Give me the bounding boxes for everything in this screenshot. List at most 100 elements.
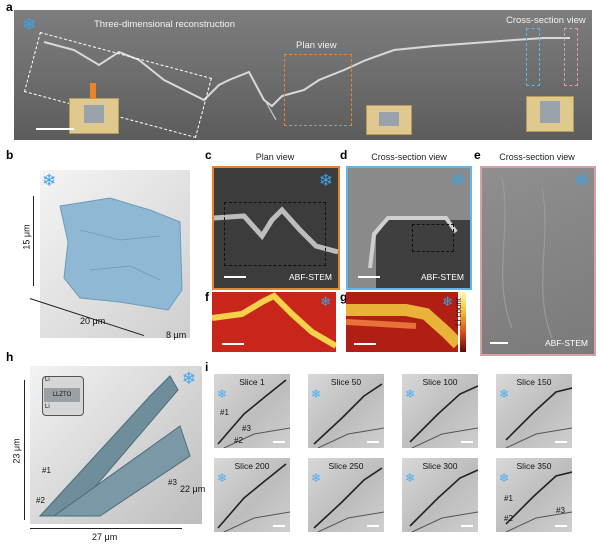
inset-li-bottom: Li (45, 404, 50, 410)
panel-e-image: ❄ ABF-STEM (480, 166, 596, 356)
slice-crack (505, 471, 572, 532)
scale-bar (354, 343, 376, 345)
sample-schematic-left (69, 83, 119, 134)
panel-c-image: ❄ ABF-STEM (212, 166, 340, 290)
panel-c-crack (214, 206, 338, 255)
label-3d-reconstruction: Three-dimensional reconstruction (94, 19, 235, 30)
panel-a-letter: a (6, 0, 13, 14)
dimension-line-height (33, 196, 34, 286)
snowflake-icon: ❄ (42, 171, 57, 190)
snowflake-icon: ❄ (450, 171, 465, 190)
slice1-crack-label: #3 (242, 424, 251, 433)
slice350-crack-label: #2 (504, 514, 513, 523)
slice-5: Slice 200❄ (214, 458, 290, 532)
snowflake-icon: ❄ (442, 294, 453, 309)
scale-bar (490, 342, 508, 344)
panel-f-li-map: ❄ (212, 292, 336, 352)
dim-depth-label: 8 μm (166, 330, 187, 340)
slice-4: Slice 150❄ (496, 374, 572, 448)
snowflake-icon: ❄ (311, 471, 322, 485)
slice-2: Slice 50 ❄ (308, 374, 384, 448)
sample-schematic-right (526, 96, 574, 132)
panel-g-letter: g (340, 290, 348, 304)
slice-7: Slice 300 ❄ (402, 458, 478, 532)
snowflake-icon: ❄ (499, 387, 510, 401)
panel-d-image: ❄ ABF-STEM (346, 166, 472, 290)
panel-h-letter: h (6, 350, 14, 364)
scale-bar (461, 441, 473, 443)
panel-d-crack (348, 168, 470, 288)
panel-b-surface (59, 197, 183, 311)
scale-bar (358, 276, 380, 278)
slice350-crack-label: #1 (504, 494, 513, 503)
slice-crack (409, 385, 478, 448)
snowflake-icon: ❄ (405, 471, 416, 485)
panel-e-mode-label: ABF-STEM (545, 338, 588, 348)
sample-schematic-middle (366, 105, 412, 135)
snowflake-icon: ❄ (574, 171, 589, 190)
scale-bar (222, 343, 244, 345)
panel-g-colorbar (460, 292, 466, 352)
slice-title: Slice 250 (328, 461, 364, 471)
snowflake-icon: ❄ (318, 171, 333, 190)
slice350-crack-label: #3 (556, 506, 565, 515)
inset-li-top: Li (45, 377, 50, 383)
panel-h-crack-3: #3 (168, 478, 177, 487)
slice-crack (409, 469, 478, 532)
panel-h-crack-2: #2 (36, 496, 45, 505)
panel-c-title: Plan view (255, 152, 295, 162)
scale-bar (224, 276, 246, 278)
slice-crack (217, 379, 290, 448)
slice-title: Slice 100 (422, 377, 458, 387)
panel-h-cracks (38, 375, 191, 517)
snowflake-icon: ❄ (22, 15, 37, 34)
scale-bar (461, 525, 473, 527)
panel-e-letter: e (474, 148, 481, 162)
snowflake-icon: ❄ (181, 369, 196, 388)
panel-f-letter: f (205, 290, 209, 304)
panel-a-crack-lines (43, 37, 570, 121)
panel-d-title: Cross-section view (371, 152, 447, 162)
panel-e-texture (501, 177, 553, 339)
slice-title: Slice 350 (516, 461, 552, 471)
scale-bar (367, 525, 379, 527)
slice-1: Slice 1❄#1#3#2 (214, 374, 290, 448)
panel-c-letter: c (205, 148, 212, 162)
scale-bar (36, 128, 74, 130)
panel-h-inset-schematic: Li LLZTO Li (42, 376, 84, 416)
slice-crack (313, 383, 384, 448)
slice-crack (217, 463, 290, 532)
snowflake-icon: ❄ (405, 387, 416, 401)
panel-a-sem-image: ❄ Three-dimensional reconstruction Plan … (14, 10, 592, 140)
panel-b-letter: b (6, 148, 14, 162)
panel-d-letter: d (340, 148, 348, 162)
panel-c-mode-label: ABF-STEM (289, 272, 332, 282)
panel-g-li-map: ❄ (346, 292, 458, 352)
slice-title: Slice 50 (330, 377, 362, 387)
snowflake-icon: ❄ (499, 471, 510, 485)
scale-bar (273, 441, 285, 443)
panel-f-hot-band (212, 292, 336, 349)
dim-width-label: 20 μm (80, 316, 106, 326)
dim-height-label: 15 μm (21, 224, 32, 250)
panel-i-letter: i (205, 360, 209, 374)
slice-title: Slice 1 (239, 377, 265, 387)
snowflake-icon: ❄ (217, 471, 228, 485)
scale-bar (273, 525, 285, 527)
dim-height-label: 23 μm (11, 438, 22, 464)
panel-b-3d-volume: ❄ (40, 170, 190, 338)
scale-bar (555, 441, 567, 443)
scale-bar (367, 441, 379, 443)
snowflake-icon: ❄ (311, 387, 322, 401)
inset-llzto: LLZTO (44, 388, 80, 402)
slice1-crack-label: #2 (234, 436, 243, 445)
dim-width-label: 27 μm (92, 532, 118, 542)
slice-3: Slice 100 ❄ (402, 374, 478, 448)
slice-title: Slice 300 (422, 461, 458, 471)
panel-g-colorbar-label: Li count (454, 297, 463, 326)
panel-h-crack-1: #1 (42, 466, 51, 475)
region-cross-pink (564, 28, 578, 86)
label-plan-view: Plan view (296, 40, 337, 51)
slice-crack (313, 467, 384, 532)
dimension-line-width (30, 528, 182, 529)
